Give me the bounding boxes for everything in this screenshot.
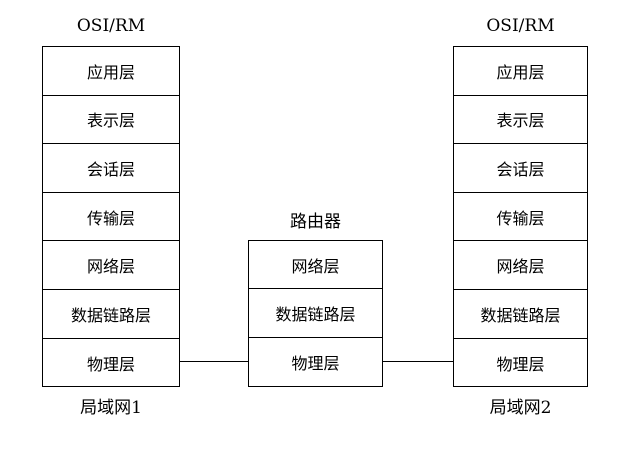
- right-layer-presentation: 表示层: [454, 96, 587, 145]
- right-layer-physical: 物理层: [496, 354, 545, 374]
- left-layer-session: 会话层: [43, 144, 179, 193]
- right-layer-network: 网络层: [454, 241, 587, 290]
- left-layer-datalink: 数据链路层: [43, 290, 179, 339]
- left-lan-caption: 局域网1: [80, 398, 142, 418]
- right-stack-title: OSI/RM: [486, 16, 555, 36]
- router-stack: 网络层 数据链路层 物理层: [248, 240, 383, 387]
- right-layer-application: 应用层: [454, 47, 587, 96]
- left-layer-transport: 传输层: [43, 193, 179, 242]
- router-layer-datalink: 数据链路层: [249, 289, 382, 338]
- router-layer-physical: 物理层: [291, 353, 340, 373]
- left-layer-presentation: 表示层: [43, 96, 179, 145]
- left-router-link: [180, 361, 248, 362]
- router-right-link: [383, 361, 453, 362]
- right-lan-caption: 局域网2: [489, 398, 552, 418]
- right-osi-stack: 应用层 表示层 会话层 传输层 网络层 数据链路层 物理层: [453, 46, 588, 387]
- left-layer-network: 网络层: [43, 241, 179, 290]
- left-stack-title: OSI/RM: [76, 16, 146, 36]
- left-layer-application: 应用层: [43, 47, 179, 96]
- left-osi-stack: 应用层 表示层 会话层 传输层 网络层 数据链路层 物理层: [42, 46, 180, 387]
- right-layer-session: 会话层: [454, 144, 587, 193]
- router-layer-network: 网络层: [249, 241, 382, 290]
- left-layer-physical: 物理层: [86, 354, 135, 374]
- right-layer-datalink: 数据链路层: [454, 290, 587, 339]
- right-layer-transport: 传输层: [454, 193, 587, 242]
- router-title: 路由器: [290, 212, 341, 232]
